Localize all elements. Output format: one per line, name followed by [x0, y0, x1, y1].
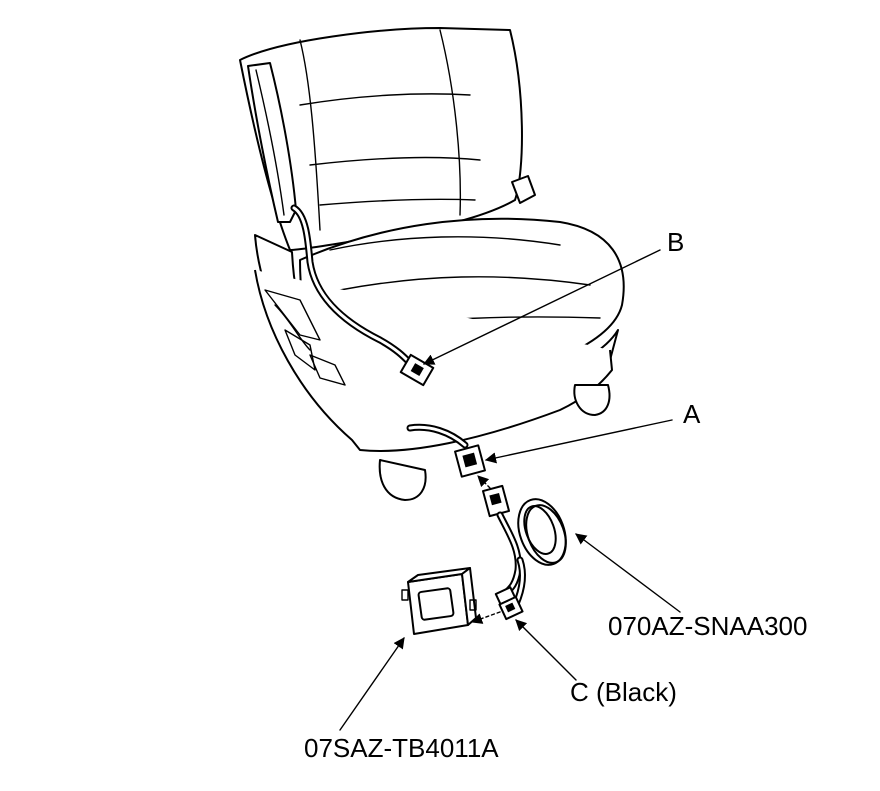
- label-a: A: [683, 399, 701, 429]
- connect-arrow-c: [470, 611, 501, 624]
- test-box: [401, 567, 477, 635]
- seat-feet: [378, 384, 611, 501]
- leader-a: [484, 419, 673, 464]
- label-harness-part: 070AZ-SNAA300: [608, 611, 808, 641]
- connector-c: [494, 586, 524, 621]
- label-b: B: [667, 227, 685, 257]
- leader-box: [339, 637, 405, 731]
- seat-belt-latch: [511, 175, 536, 204]
- leader-harness: [575, 533, 681, 613]
- seat-harness-a: [406, 423, 469, 449]
- label-c: C (Black): [570, 677, 677, 707]
- connector-b: [399, 353, 435, 387]
- leader-c: [515, 619, 577, 681]
- label-box-part: 07SAZ-TB4011A: [304, 733, 499, 763]
- seat-harness-b: [290, 204, 416, 369]
- connector-a: [454, 444, 486, 478]
- seat-side-bolster: [247, 62, 297, 223]
- test-harness: [481, 484, 567, 608]
- connect-arrow-a: [477, 475, 491, 489]
- leader-b: [422, 249, 661, 365]
